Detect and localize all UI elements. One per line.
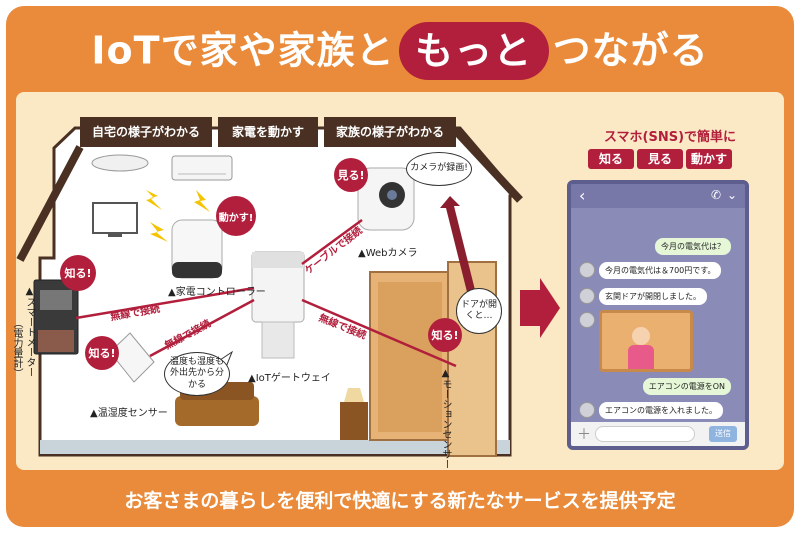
roof-right — [452, 127, 523, 203]
tv-icon — [92, 202, 138, 234]
tab-control-appliances: 家電を動かす — [218, 117, 318, 147]
plus-icon[interactable]: ＋ — [577, 427, 591, 443]
lightning-icon-2 — [194, 190, 210, 212]
callout-know-meter: 知る! — [60, 255, 96, 291]
smartphone-chat: ‹ ✆ ⌄ 今月の電気代は？ 今月の電気代は＆700円です。 玄関ドアが開閉しま… — [567, 180, 749, 450]
side-table-icon — [340, 402, 368, 440]
callout-know-motion: 知る! — [428, 318, 462, 352]
label-temp-humidity-sensor: ▲温湿度センサー — [90, 408, 168, 419]
bot-avatar — [579, 288, 595, 304]
wireless-line-meter — [75, 286, 255, 320]
lightning-icon-3 — [150, 222, 168, 242]
label-appliance-controller: ▲家電コントローラー — [168, 287, 266, 298]
tab-family-status: 家族の様子がわかる — [324, 117, 456, 147]
chat-message: 今月の電気代は？ — [655, 238, 731, 255]
send-button[interactable]: 送信 — [709, 426, 737, 442]
ceiling-light-icon — [91, 154, 149, 172]
bot-avatar — [579, 312, 595, 328]
bubble-door-open: ドアが開くと… — [456, 288, 502, 334]
lamp-icon — [344, 388, 364, 402]
chat-message: 玄関ドアが開閉しました。 — [599, 288, 707, 305]
lightning-icon — [146, 190, 162, 210]
label-smart-meter: ▲スマートメーター — [24, 286, 35, 377]
bot-avatar — [579, 402, 595, 418]
label-web-camera: ▲Webカメラ — [358, 248, 418, 259]
callout-see-camera: 見る! — [334, 158, 368, 192]
title-suffix: つながる — [552, 28, 709, 73]
callout-know-sensor: 知る! — [85, 336, 119, 370]
back-chevron-icon[interactable]: ‹ — [579, 186, 586, 205]
air-conditioner-icon — [171, 155, 233, 181]
chat-message: エアコンの電源をON — [642, 378, 731, 395]
sns-action-know: 知る — [588, 149, 634, 169]
tab-home-status: 自宅の様子がわかる — [80, 117, 212, 147]
title-prefix: IoTで家や家族と — [91, 28, 395, 73]
label-motion-sensor: ▲モーションセンサー — [440, 368, 451, 469]
bot-avatar — [579, 262, 595, 278]
bubble-camera-recording: カメラが録画! — [406, 152, 472, 186]
roof-left — [16, 145, 84, 262]
chat-message: エアコンの電源を入れました。 — [599, 402, 723, 419]
wireless-line-sensor — [149, 298, 255, 358]
chat-header: ‹ ✆ ⌄ — [571, 184, 745, 208]
sns-title: スマホ(SNS)で簡単に — [603, 130, 737, 145]
chevron-down-icon[interactable]: ⌄ — [726, 188, 737, 202]
callout-move-controller: 動かす! — [216, 196, 256, 236]
page-title: IoTで家や家族ともっとつながる — [0, 18, 800, 80]
up-arrow — [440, 196, 478, 304]
chat-photo-door — [599, 310, 693, 372]
sns-action-see: 見る — [637, 149, 683, 169]
phone-arrow — [520, 278, 560, 338]
sns-action-move: 動かす — [686, 149, 732, 169]
chat-input-bar[interactable]: ＋ 送信 — [571, 422, 745, 446]
temp-humidity-sensor-device — [109, 332, 155, 383]
sofa-icon — [175, 396, 259, 426]
label-iot-gateway: ▲IoTゲートウェイ — [248, 373, 331, 384]
message-input[interactable] — [595, 426, 695, 442]
chat-message: 今月の電気代は＆700円です。 — [599, 262, 722, 279]
footer-text: お客さまの暮らしを便利で快適にする新たなサービスを提供予定 — [124, 490, 676, 512]
floor — [40, 440, 510, 454]
title-emphasis: もっと — [398, 21, 549, 80]
bubble-sensor-info: 温度も湿度も外出先から分かる — [164, 352, 230, 396]
wireless-line-motion — [301, 298, 457, 368]
label-smart-meter-sub: （電力量計） — [11, 318, 22, 378]
cable-line-camera — [301, 218, 363, 266]
phone-call-icon[interactable]: ✆ — [710, 188, 721, 202]
